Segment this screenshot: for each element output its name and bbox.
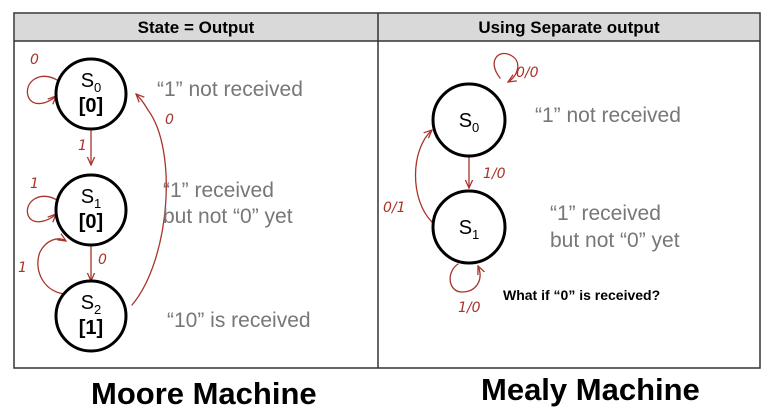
moore-s0-self-loop	[26, 75, 58, 103]
moore-state-s1: S1 [0]	[54, 173, 128, 247]
mealy-s1-self-loop	[449, 263, 480, 293]
mealy-state-s1: S1	[431, 189, 507, 265]
moore-s2-to-s0-arrow	[131, 94, 167, 306]
comparison-table: State = Output Using Separate output	[13, 12, 761, 369]
mealy-s1-circle	[431, 189, 507, 265]
moore-s1-output: [0]	[79, 211, 103, 233]
mealy-s1-name: S1	[459, 217, 480, 242]
moore-caption: Moore Machine	[91, 376, 317, 411]
mealy-s1-to-s0-arrow	[414, 130, 433, 223]
table-header-background	[15, 14, 759, 41]
moore-s1-description-line1: “1” received	[163, 179, 274, 202]
mealy-s0-self-loop	[493, 52, 519, 82]
mealy-s1-to-s0-label: 0/1	[383, 200, 406, 216]
mealy-s1-description-line1: “1” received	[550, 202, 661, 225]
moore-s1-self-label: 1	[30, 176, 39, 192]
moore-s2-description: “10” is received	[167, 309, 311, 332]
moore-s0-description: “1” not received	[157, 78, 303, 101]
mealy-diagram: 0/0 1/0 0/1 1/0 S0 S1 “1” not received “…	[383, 52, 681, 316]
moore-s0-output: [0]	[79, 95, 103, 117]
mealy-s0-description: “1” not received	[535, 104, 681, 127]
moore-s1-to-s2-label: 0	[98, 252, 107, 268]
mealy-s1-self-label: 1/0	[458, 300, 481, 316]
moore-header: State = Output	[138, 18, 255, 37]
moore-state-s0: S0 [0]	[54, 57, 128, 131]
moore-s2-to-s0-label: 0	[165, 112, 174, 128]
moore-s0-name: S0	[81, 70, 102, 95]
mealy-s0-self-label: 0/0	[516, 65, 539, 81]
moore-s2-circle	[54, 279, 128, 353]
moore-s2-to-s1-label: 1	[18, 260, 27, 276]
moore-s2-output: [1]	[79, 317, 103, 339]
mealy-question: What if “0” is received?	[503, 287, 660, 303]
moore-s0-self-label: 0	[30, 52, 39, 68]
moore-s1-description-line2: but not “0” yet	[163, 205, 293, 228]
mealy-s0-name: S0	[459, 110, 480, 135]
table-border	[13, 12, 761, 369]
moore-s2-to-s1-arrow	[37, 239, 66, 295]
mealy-s1-description-line2: but not “0” yet	[550, 229, 680, 252]
moore-diagram: 0 0 1 1 0 1 S0 [0] S1 [0] S2 [1] “1” not…	[18, 52, 311, 353]
mealy-state-s0: S0	[431, 82, 507, 158]
mealy-caption: Mealy Machine	[481, 372, 700, 407]
moore-s1-self-loop	[26, 195, 58, 221]
moore-state-s2: S2 [1]	[54, 279, 128, 353]
moore-s2-name: S2	[81, 292, 102, 317]
moore-s0-circle	[54, 57, 128, 131]
mealy-header: Using Separate output	[478, 18, 660, 37]
moore-s0-to-s1-label: 1	[78, 138, 87, 154]
mealy-s0-circle	[431, 82, 507, 158]
moore-s1-circle	[54, 173, 128, 247]
mealy-s0-to-s1-label: 1/0	[483, 166, 506, 182]
moore-s1-name: S1	[81, 186, 102, 211]
